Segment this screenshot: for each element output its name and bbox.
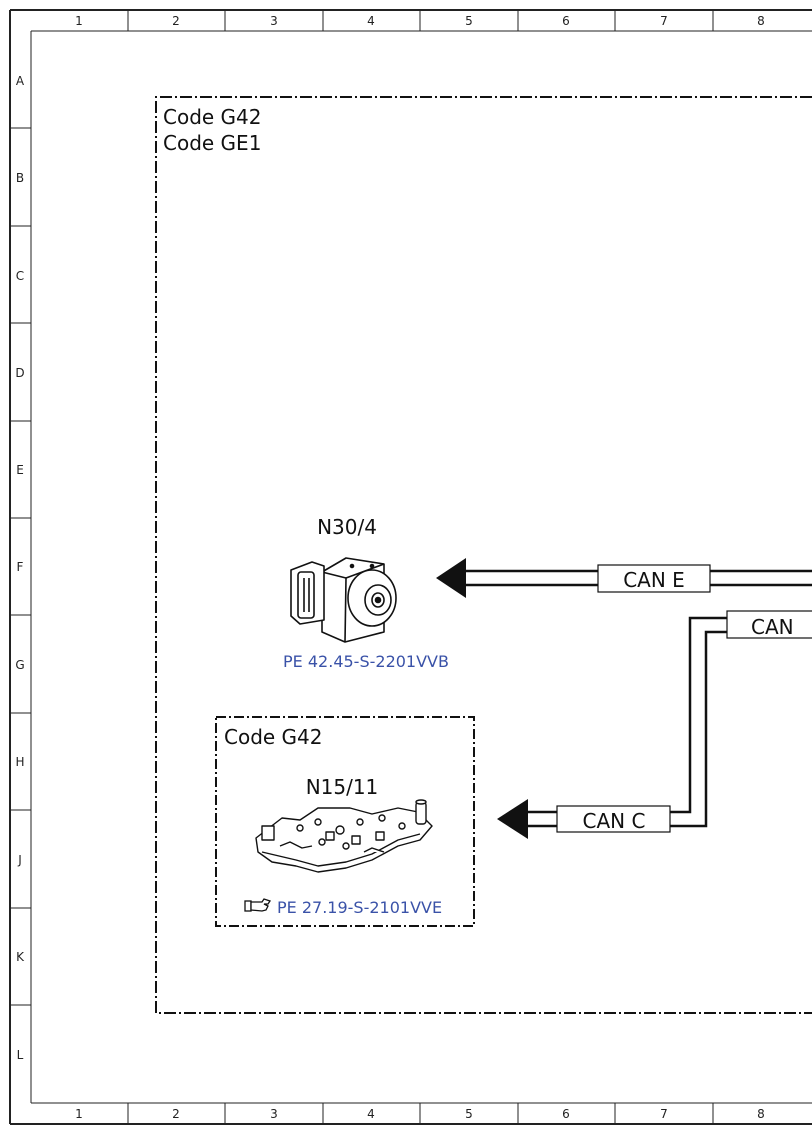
row-label: E bbox=[16, 463, 24, 477]
component-label-n30-4: N30/4 bbox=[317, 515, 377, 539]
inner-code-frame: Code G42 bbox=[215, 716, 475, 927]
can-c-arrowhead bbox=[497, 799, 528, 839]
reference-link-n30-4[interactable]: PE 42.45-S-2201VVB bbox=[283, 652, 449, 671]
column-labels-top: 1 2 3 4 5 6 7 8 bbox=[75, 14, 765, 28]
outer-code-frame: Code G42 Code GE1 bbox=[155, 96, 812, 1014]
row-label: J bbox=[17, 853, 22, 867]
column-label: 1 bbox=[75, 14, 83, 28]
column-label: 3 bbox=[270, 1107, 278, 1121]
column-label: 4 bbox=[367, 1107, 375, 1121]
column-label: 8 bbox=[757, 14, 765, 28]
row-separators bbox=[10, 127, 31, 1006]
column-separators bbox=[127, 10, 714, 1124]
column-label: 2 bbox=[172, 14, 180, 28]
component-n15-11[interactable]: N15/11 PE 27.19-S-2101VVE bbox=[244, 775, 442, 917]
sheet-border bbox=[9, 9, 812, 1125]
outer-code-label-2: Code GE1 bbox=[163, 131, 261, 155]
reference-link-n15-11[interactable]: PE 27.19-S-2101VVE bbox=[277, 898, 442, 917]
column-labels-bottom: 1 2 3 4 5 6 7 8 bbox=[75, 1107, 765, 1121]
column-label: 6 bbox=[562, 1107, 570, 1121]
outer-code-label-1: Code G42 bbox=[163, 105, 262, 129]
component-label-n15-11: N15/11 bbox=[306, 775, 379, 799]
column-label: 3 bbox=[270, 14, 278, 28]
column-label: 5 bbox=[465, 1107, 473, 1121]
row-label: H bbox=[15, 755, 24, 769]
row-label: K bbox=[16, 950, 25, 964]
transmission-control-unit-icon bbox=[255, 799, 433, 873]
column-label: 1 bbox=[75, 1107, 83, 1121]
can-e-bus: CAN E bbox=[436, 558, 812, 598]
row-label: G bbox=[15, 658, 24, 672]
row-label: D bbox=[15, 366, 24, 380]
row-label: A bbox=[16, 74, 25, 88]
can-partial-label: CAN bbox=[751, 615, 794, 639]
row-label: C bbox=[16, 269, 24, 283]
abs-esp-control-unit-icon bbox=[290, 557, 397, 643]
row-label: F bbox=[17, 560, 24, 574]
component-n30-4[interactable]: N30/4 PE 42.45-S-2201VVB bbox=[283, 515, 449, 671]
column-label: 5 bbox=[465, 14, 473, 28]
inner-code-label: Code G42 bbox=[224, 725, 323, 749]
can-e-label: CAN E bbox=[623, 568, 685, 592]
row-labels: A B C D E F G H J K L bbox=[15, 74, 25, 1062]
can-partial-label-box bbox=[726, 610, 812, 639]
column-label: 2 bbox=[172, 1107, 180, 1121]
column-label: 6 bbox=[562, 14, 570, 28]
can-e-arrowhead bbox=[436, 558, 466, 598]
pointing-hand-icon bbox=[244, 898, 272, 912]
can-c-bus: CAN C CAN bbox=[497, 610, 812, 839]
row-label: B bbox=[16, 171, 24, 185]
column-label: 8 bbox=[757, 1107, 765, 1121]
can-c-label-box bbox=[556, 805, 671, 833]
can-c-label: CAN C bbox=[583, 809, 646, 833]
column-label: 4 bbox=[367, 14, 375, 28]
can-e-label-box bbox=[597, 564, 711, 593]
row-label: L bbox=[17, 1048, 24, 1062]
column-label: 7 bbox=[660, 1107, 668, 1121]
column-label: 7 bbox=[660, 14, 668, 28]
